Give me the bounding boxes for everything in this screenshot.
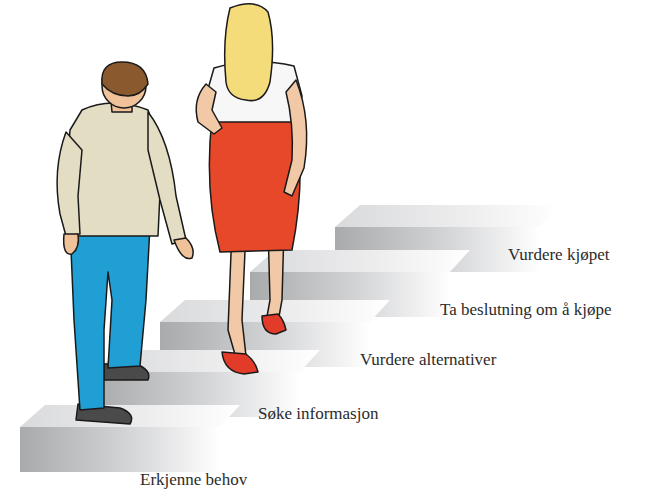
- step-label: Søke informasjon: [258, 404, 378, 424]
- step-label: Ta beslutning om å kjøpe: [440, 300, 612, 320]
- man-figure: [57, 62, 193, 424]
- step-label: Vurdere alternativer: [360, 350, 496, 370]
- step-label: Vurdere kjøpet: [508, 245, 609, 265]
- step-label: Erkjenne behov: [140, 470, 247, 490]
- woman-figure: [196, 4, 306, 374]
- step: [20, 405, 240, 472]
